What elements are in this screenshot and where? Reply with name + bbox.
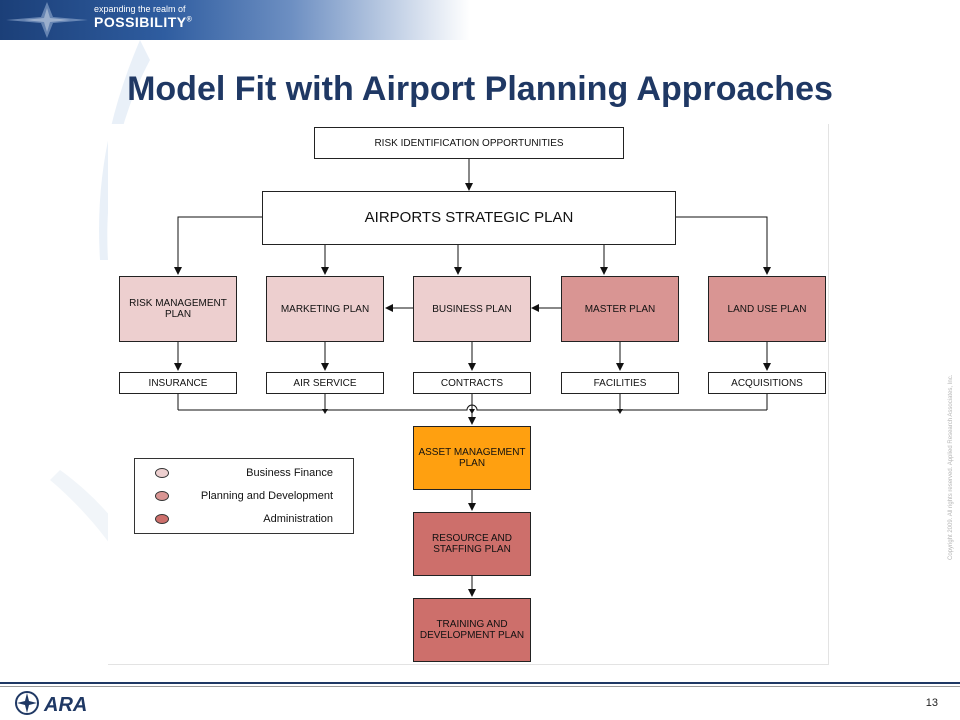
training-development-plan-box: TRAINING AND DEVELOPMENT PLAN (413, 598, 531, 662)
contracts-box: CONTRACTS (413, 372, 531, 394)
legend-item-planning-development: Planning and Development (155, 490, 345, 504)
legend-swatch-planning-development (155, 491, 169, 501)
top-banner: expanding the realm of POSSIBILITY® (0, 0, 470, 40)
resource-staffing-plan-box: RESOURCE AND STAFFING PLAN (413, 512, 531, 576)
footer-rule-thin (0, 686, 960, 687)
business-plan-box: BUSINESS PLAN (413, 276, 531, 342)
banner-tagline: expanding the realm of (94, 4, 186, 14)
insurance-box: INSURANCE (119, 372, 237, 394)
merge-arrow-contracts (469, 409, 475, 414)
legend-swatch-administration (155, 514, 169, 524)
risk-management-plan-box: RISK MANAGEMENT PLAN (119, 276, 237, 342)
strategic-plan-box: AIRPORTS STRATEGIC PLAN (262, 191, 676, 245)
ara-logo: ARA (15, 691, 87, 716)
legend-label: Business Finance (246, 467, 333, 479)
master-plan-box: MASTER PLAN (561, 276, 679, 342)
compass-star-icon (6, 2, 88, 38)
legend-item-administration: Administration (155, 513, 345, 527)
legend-label: Planning and Development (200, 490, 333, 502)
footer-rule (0, 682, 960, 684)
land-use-plan-box: LAND USE PLAN (708, 276, 826, 342)
page-number: 13 (925, 697, 938, 709)
risk-identification-box: RISK IDENTIFICATION OPPORTUNITIES (314, 127, 624, 159)
legend-swatch-business-finance (155, 468, 169, 478)
logo-text: ARA (43, 694, 87, 716)
banner-wordmark: POSSIBILITY® (94, 14, 193, 30)
arrow-strategic-to-landuse (676, 216, 771, 275)
air-service-box: AIR SERVICE (266, 372, 384, 394)
acquisitions-box: ACQUISITIONS (708, 372, 826, 394)
copyright-notice: Copyright 2009. All rights reserved. App… (948, 374, 954, 560)
legend-item-business-finance: Business Finance (155, 467, 345, 481)
flow-diagram: RISK IDENTIFICATION OPPORTUNITIES AIRPOR… (108, 124, 829, 665)
page-title: Model Fit with Airport Planning Approach… (127, 70, 833, 108)
diagram-connectors (174, 159, 771, 597)
collector-line (178, 404, 767, 411)
merge-arrow-air-service (322, 409, 328, 414)
asset-management-plan-box: ASSET MANAGEMENT PLAN (413, 426, 531, 490)
marketing-plan-box: MARKETING PLAN (266, 276, 384, 342)
legend-label: Administration (263, 513, 333, 525)
facilities-box: FACILITIES (561, 372, 679, 394)
legend: Business Finance Planning and Developmen… (134, 458, 354, 534)
merge-arrow-facilities (617, 409, 623, 414)
arrow-strategic-to-risk-plan (174, 216, 262, 275)
